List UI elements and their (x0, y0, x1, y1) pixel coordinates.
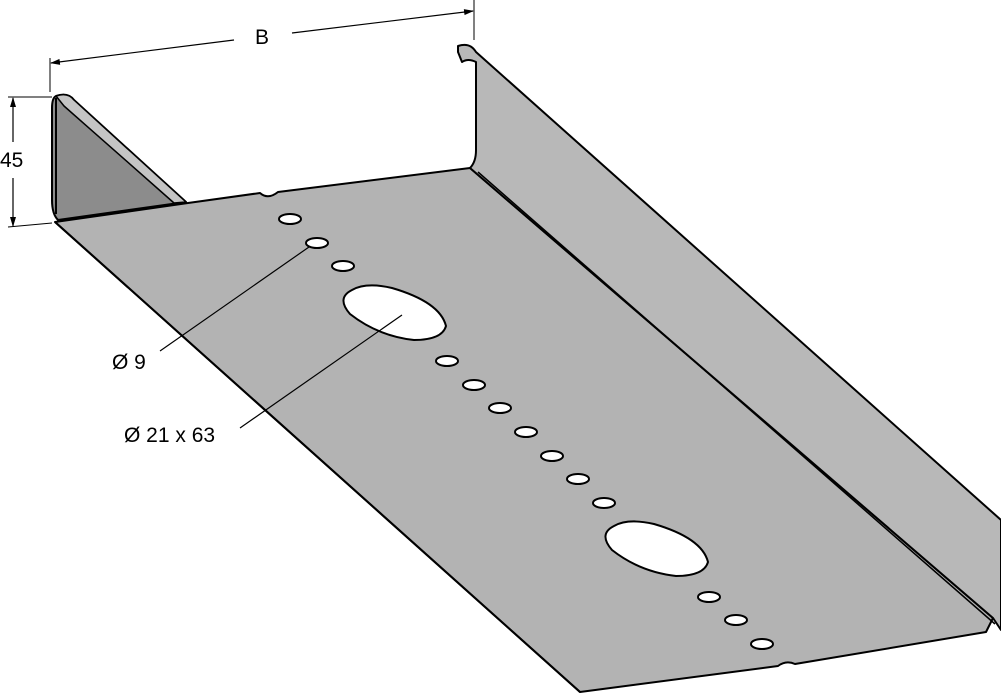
leader-slot: Ø 21 x 63 (124, 314, 403, 447)
front-fold-line (54, 221, 581, 693)
round-hole (514, 426, 538, 438)
round-hole (462, 379, 486, 391)
extension-line (7, 222, 53, 228)
height-dimension-label: 45 (0, 149, 23, 172)
round-hole (750, 638, 774, 650)
round-hole (305, 237, 329, 249)
round-hole (724, 614, 748, 626)
leader-line (239, 314, 403, 429)
slot-dimension-label: Ø 21 x 63 (124, 424, 215, 447)
hole-dimension-label: Ø 9 (112, 351, 146, 374)
round-hole (331, 260, 355, 272)
round-holes (278, 213, 774, 650)
round-hole (592, 497, 616, 509)
dimension-arrow-icon (50, 39, 235, 65)
round-hole (435, 355, 459, 367)
tray-left-wall-lip (55, 93, 187, 204)
slot-hole (342, 284, 448, 342)
round-hole (278, 213, 302, 225)
round-hole (540, 450, 564, 462)
dimension-height: 45 (0, 96, 53, 228)
leader-round-hole: Ø 9 (112, 246, 310, 374)
round-hole (697, 591, 721, 603)
dimension-width: B (49, 0, 475, 92)
leader-line (159, 246, 310, 352)
right-fold-line (477, 171, 996, 625)
width-dimension-label: B (255, 26, 269, 49)
round-hole (488, 402, 512, 414)
dimension-arrow-icon (291, 9, 474, 34)
tray-right-wall (457, 43, 1001, 631)
slot-hole (604, 520, 710, 578)
round-hole (566, 473, 590, 485)
